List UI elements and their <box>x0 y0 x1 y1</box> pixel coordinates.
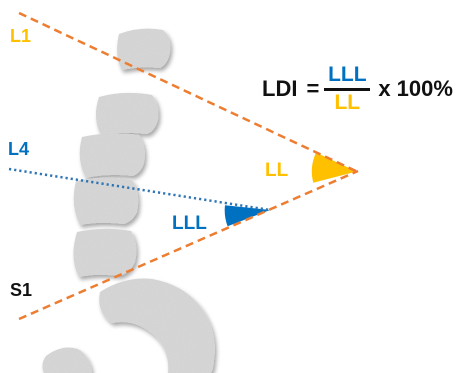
angle-lll-wedge <box>225 205 270 226</box>
l1-label: L1 <box>10 27 31 45</box>
l4-label: L4 <box>8 140 29 158</box>
formula-rhs: x 100% <box>378 76 453 102</box>
ll-angle-label: LL <box>265 161 288 180</box>
vertebra-l2 <box>96 93 158 135</box>
formula-fraction: LLL LL <box>324 64 370 114</box>
spine-illustration <box>42 29 214 373</box>
coccyx <box>42 348 92 373</box>
s1-label: S1 <box>10 281 32 299</box>
formula-denominator: LL <box>334 91 360 114</box>
vertebra-l4 <box>74 178 138 225</box>
vertebra-l3 <box>80 133 145 178</box>
formula-lhs: LDI <box>262 76 297 102</box>
angle-wedges <box>225 153 357 227</box>
vertebra-l5 <box>73 229 136 277</box>
lll-angle-label: LLL <box>172 214 207 233</box>
reference-lines <box>9 13 358 319</box>
ldi-formula: LDI = LLL LL x 100% <box>262 64 453 114</box>
formula-equals: = <box>306 76 319 102</box>
formula-numerator: LLL <box>327 64 367 88</box>
l4-endplate-line <box>9 169 270 210</box>
sacrum <box>99 279 215 373</box>
